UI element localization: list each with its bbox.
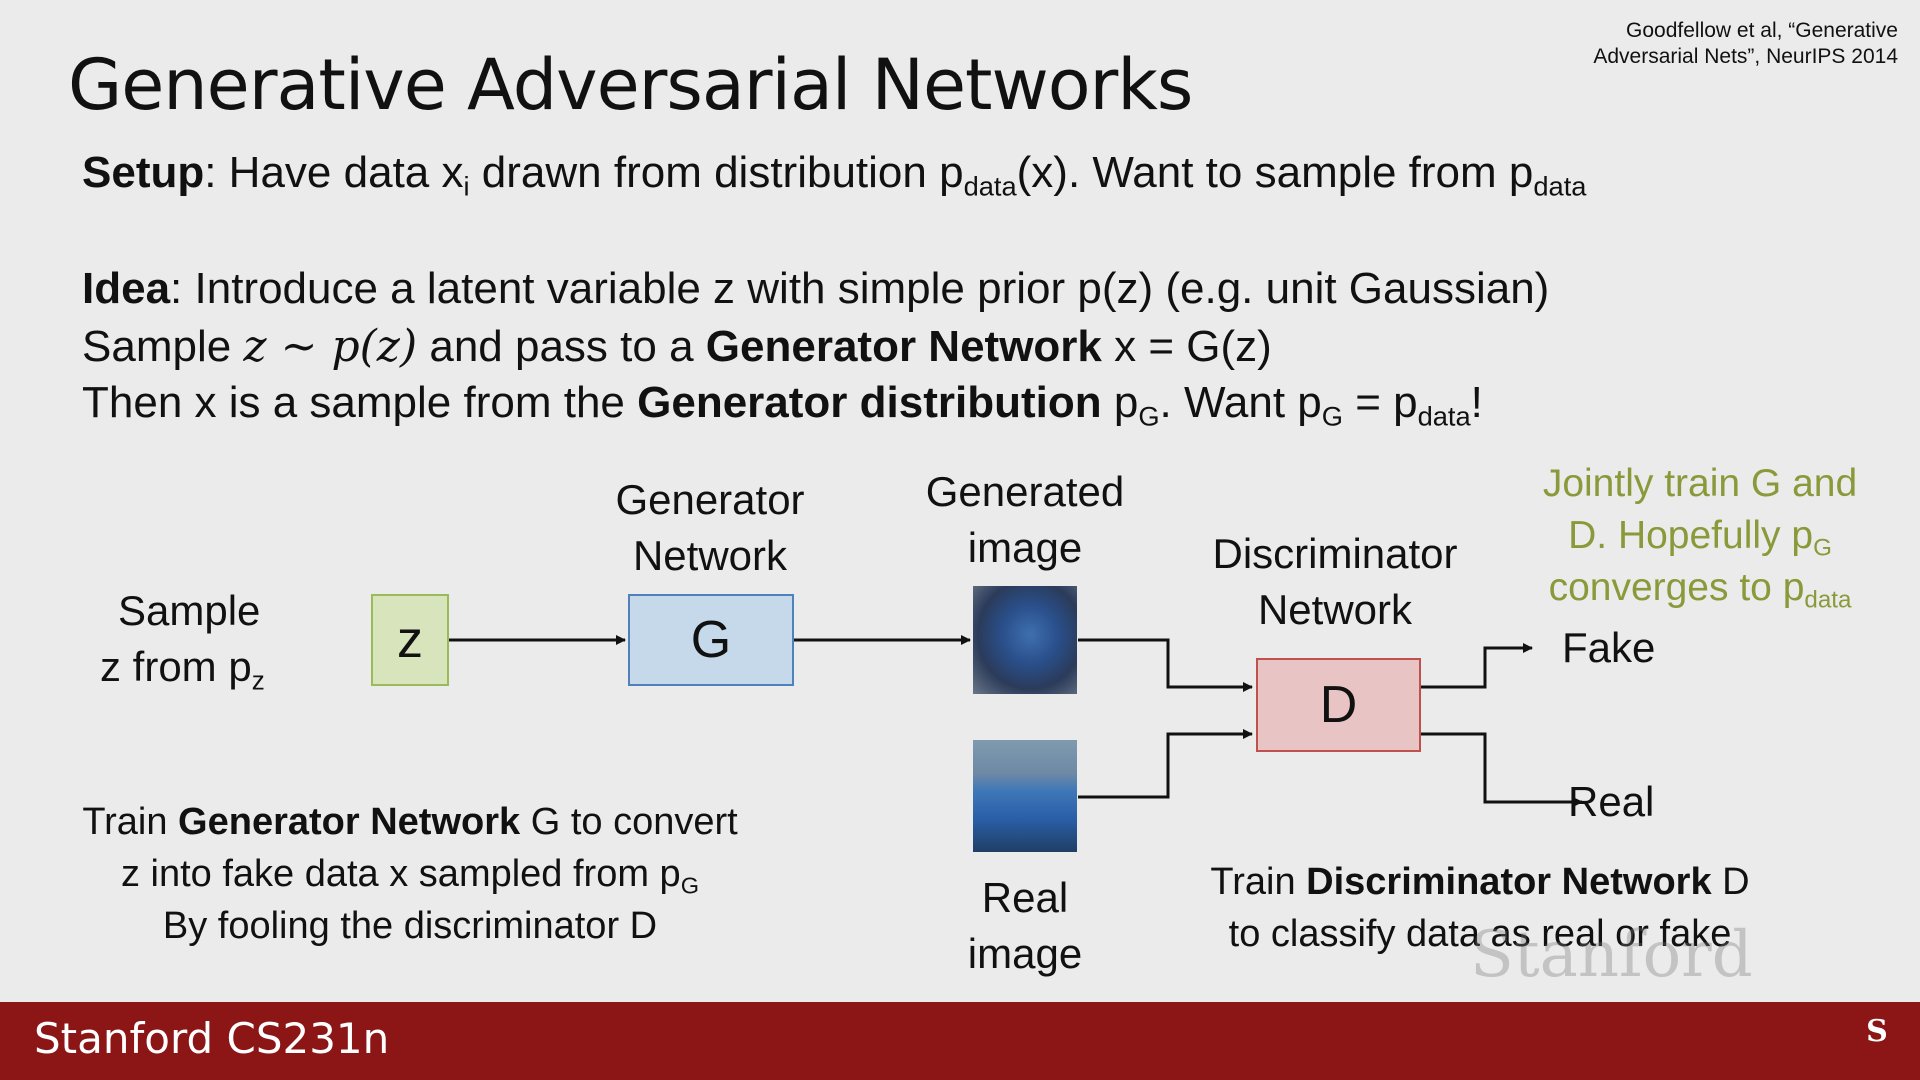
real-image [973, 740, 1077, 852]
z-box: z [371, 594, 449, 686]
discriminator-caption: Train Discriminator Network D to classif… [1210, 861, 1750, 955]
generator-caption: Train Generator Network G to convert z i… [82, 801, 738, 947]
stanford-watermark: Stanford [1470, 918, 1753, 992]
stanford-logo-icon: S [1866, 1014, 1888, 1049]
idea-line: Idea: Introduce a latent variable z with… [82, 264, 1550, 313]
joint-training-note: Jointly train G and D. Hopefully pG conv… [1542, 462, 1858, 614]
setup-line: Setup: Have data xi drawn from distribut… [82, 148, 1587, 202]
discriminator-box: D [1256, 658, 1421, 752]
real-label: Real [1568, 778, 1655, 825]
generated-image [973, 586, 1077, 694]
real-image-label: Real image [967, 874, 1083, 977]
arrow-generated-to-d [1078, 638, 1253, 692]
arrow-real-to-d [1078, 729, 1253, 799]
course-name: Stanford CS231n [34, 1014, 390, 1063]
generator-network-label: Generator Network [615, 476, 805, 579]
discriminator-network-label: Discriminator Network [1212, 530, 1458, 633]
sample-z-label: Sample z from pz [100, 587, 265, 696]
generator-box: G [628, 594, 794, 686]
slide-title: Generative Adversarial Networks [68, 44, 1193, 126]
generated-image-label: Generated image [925, 468, 1125, 571]
fake-label: Fake [1562, 624, 1656, 671]
then-line: Then x is a sample from the Generator di… [82, 378, 1483, 432]
arrow-d-to-fake [1421, 643, 1533, 689]
footer-bar [0, 1002, 1920, 1080]
citation: Goodfellow et al, “Generative Adversaria… [1593, 19, 1898, 68]
arrow-d-to-real [1421, 732, 1583, 807]
sample-line: Sample z ~ p(z) and pass to a Generator … [82, 321, 1272, 372]
